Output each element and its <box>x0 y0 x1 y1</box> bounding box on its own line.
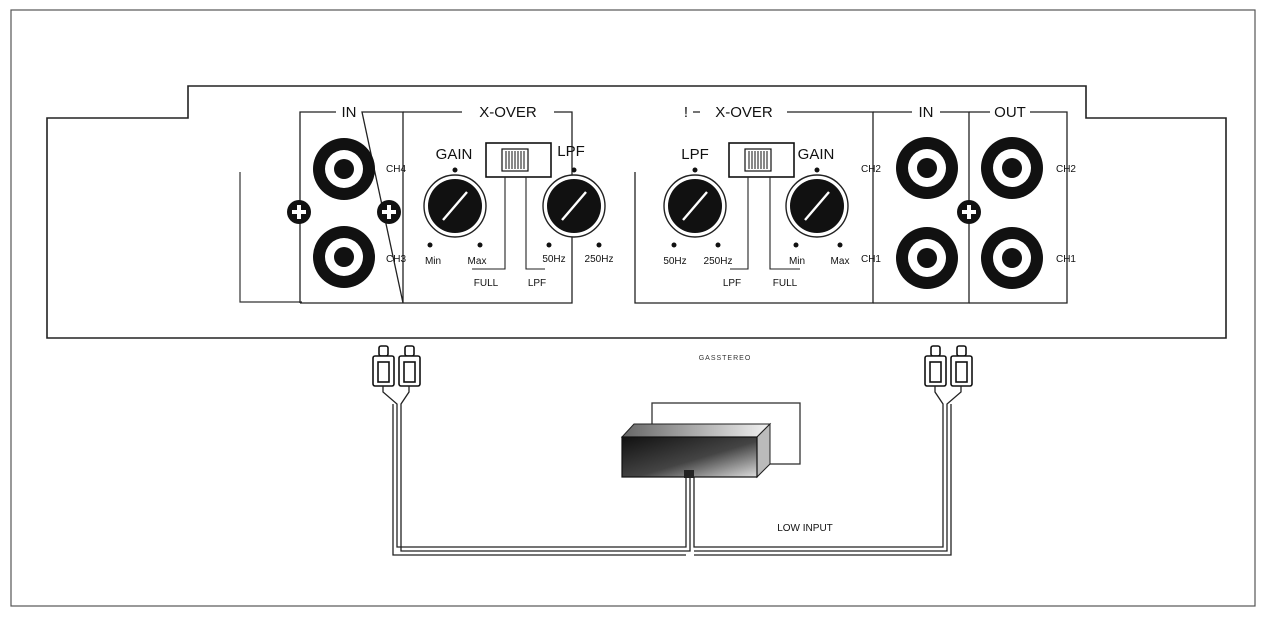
plus-icon <box>957 200 981 224</box>
left-cable <box>382 386 691 556</box>
right-cable <box>693 386 962 556</box>
left-lpf-max-label: 250Hz <box>585 254 614 265</box>
plus-icon <box>287 200 311 224</box>
right-rca-plugs <box>924 345 973 387</box>
right-xover-switch <box>728 142 800 270</box>
right-in-rca-jack-ch2 <box>896 137 958 199</box>
right-in-ch-top-label: CH2 <box>861 164 881 175</box>
right-xover-section: ! X-OVER <box>634 104 874 304</box>
right-in-rca-jack-ch1 <box>896 227 958 289</box>
right-in-label: IN <box>919 104 934 121</box>
left-rca-jack-ch4 <box>313 138 375 200</box>
left-gain-label: GAIN <box>436 146 473 163</box>
left-xover-switch <box>472 142 552 270</box>
brand-label: GASSTEREO <box>699 355 752 362</box>
right-out-ch-bottom-label: CH1 <box>1056 254 1076 265</box>
left-switch-lpf-label: LPF <box>528 278 546 289</box>
right-lpf-max-label: 250Hz <box>704 256 733 267</box>
left-gain-knob <box>423 167 487 248</box>
left-rca-jack-ch3 <box>313 226 375 288</box>
low-input-label: LOW INPUT <box>777 523 833 534</box>
right-xover-prefix: ! <box>684 104 688 121</box>
right-out-label: OUT <box>994 104 1026 121</box>
right-switch-full-label: FULL <box>773 278 798 289</box>
right-out-rca-jack-ch2 <box>981 137 1043 199</box>
right-in-section: IN <box>873 104 970 304</box>
left-in-label: IN <box>342 104 357 121</box>
left-bracket <box>239 172 302 303</box>
right-gain-label: GAIN <box>798 146 835 163</box>
left-ch-top-label: CH4 <box>386 164 406 175</box>
right-gain-min-label: Min <box>789 256 805 267</box>
right-out-rca-jack-ch1 <box>981 227 1043 289</box>
left-xover-section: X-OVER <box>403 104 573 304</box>
left-xover-label: X-OVER <box>479 104 537 121</box>
right-lpf-min-label: 50Hz <box>663 256 686 267</box>
left-ch-bottom-label: CH3 <box>386 254 406 265</box>
right-lpf-label: LPF <box>681 146 709 163</box>
right-switch-lpf-label: LPF <box>723 278 741 289</box>
left-switch-full-label: FULL <box>474 278 499 289</box>
left-lpf-knob <box>542 167 606 248</box>
left-lpf-min-label: 50Hz <box>542 254 565 265</box>
plus-icon <box>377 200 401 224</box>
left-in-section: IN <box>299 104 404 304</box>
right-out-ch-top-label: CH2 <box>1056 164 1076 175</box>
amplifier-body <box>46 85 1227 339</box>
left-gain-min-label: Min <box>425 256 441 267</box>
right-in-ch-bottom-label: CH1 <box>861 254 881 265</box>
right-gain-knob <box>785 167 849 248</box>
right-out-section: OUT <box>969 104 1068 304</box>
right-xover-label: X-OVER <box>715 104 773 121</box>
left-rca-plugs <box>372 345 421 387</box>
right-gain-max-label: Max <box>831 256 850 267</box>
right-lpf-knob <box>663 167 727 248</box>
head-unit-source <box>620 402 801 479</box>
left-lpf-label: LPF <box>557 143 585 160</box>
left-gain-max-label: Max <box>468 256 487 267</box>
